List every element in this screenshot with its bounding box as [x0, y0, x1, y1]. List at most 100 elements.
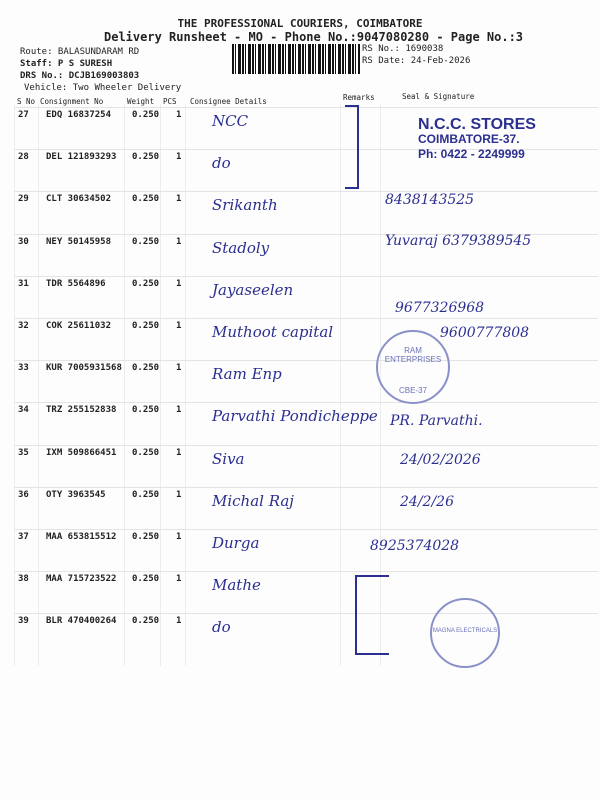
grid-line [340, 104, 341, 666]
stamp-line: COIMBATORE-37. [418, 132, 520, 146]
bracket-mark [355, 575, 389, 655]
cell-cn: OTY 3963545 [46, 489, 106, 500]
cell-sno: 36 [18, 489, 29, 500]
staff: Staff: P S SURESH [20, 59, 113, 69]
cell-wt: 0.250 [132, 489, 160, 500]
grid-line [14, 233, 598, 235]
stamp-line: N.C.C. STORES [418, 116, 536, 133]
runsheet-subtitle: Delivery Runsheet - MO - Phone No.:90470… [104, 30, 524, 44]
grid-line [14, 360, 598, 362]
consignee-handwriting: Ram Enp [212, 365, 282, 384]
cell-sno: 27 [18, 110, 29, 120]
ram-enterprises-stamp: RAM ENTERPRISES CBE-37 [376, 330, 450, 404]
cell-wt: 0.250 [132, 447, 160, 458]
cell-cn: NEY 50145958 [46, 236, 112, 247]
grid-line [14, 107, 598, 108]
signature-handwriting: 9677326968 [395, 300, 485, 316]
consignee-handwriting: Durga [212, 534, 260, 552]
stamp-line: Ph: 0422 - 2249999 [418, 147, 525, 161]
col-remarks: Remarks [343, 93, 375, 102]
cell-sno: 28 [18, 152, 29, 163]
cell-wt: 0.250 [132, 574, 160, 585]
cell-pcs: 1 [176, 236, 182, 247]
grid-line [14, 275, 598, 277]
cell-sno: 31 [18, 278, 29, 289]
stamp-line: CBE-37 [398, 386, 427, 395]
signature-handwriting: 8925374028 [370, 538, 460, 554]
cell-sno: 34 [18, 405, 29, 416]
cell-cn: DEL 121893293 [46, 152, 117, 163]
grid-line [14, 191, 598, 193]
signature-handwriting: 24/02/2026 [400, 452, 481, 468]
grid-line [14, 318, 598, 319]
cell-pcs: 1 [176, 405, 182, 416]
consignee-handwriting: Michal Raj [212, 491, 294, 510]
consignee-handwriting: do [212, 154, 231, 173]
ncc-stamp: N.C.C. STORES COIMBATORE-37. Ph: 0422 - … [418, 117, 536, 162]
cell-pcs: 1 [176, 110, 182, 120]
cell-pcs: 1 [176, 363, 182, 374]
cell-pcs: 1 [176, 574, 182, 585]
col-consignment: Consignment No [40, 97, 104, 106]
grid-line [14, 149, 598, 151]
cell-cn: MAA 715723522 [46, 574, 117, 585]
cell-cn: CLT 30634502 [46, 194, 112, 205]
consignee-handwriting: Mathe [212, 576, 261, 595]
vehicle: Vehicle: Two Wheeler Delivery [24, 83, 182, 93]
cell-sno: 35 [18, 447, 29, 458]
grid-line [14, 486, 598, 488]
cell-pcs: 1 [176, 532, 182, 542]
cell-wt: 0.250 [132, 616, 160, 627]
signature-handwriting: 24/2/26 [400, 494, 454, 510]
cell-pcs: 1 [176, 489, 182, 500]
cell-wt: 0.250 [132, 152, 160, 163]
signature-handwriting: 9600777808 [440, 325, 530, 341]
cell-cn: EDQ 16837254 [46, 110, 112, 120]
grid-line [185, 104, 186, 666]
cell-cn: COK 25611032 [46, 321, 112, 331]
cell-pcs: 1 [176, 278, 182, 289]
cell-pcs: 1 [176, 616, 182, 627]
signature-handwriting: PR. Parvathi. [390, 413, 483, 429]
cell-wt: 0.250 [132, 278, 160, 289]
stamp-line: RAM ENTERPRISES [384, 346, 442, 364]
consignee-handwriting: NCC [212, 112, 249, 130]
cell-pcs: 1 [176, 194, 182, 205]
cell-sno: 39 [18, 616, 29, 627]
cell-pcs: 1 [176, 152, 182, 163]
col-sno: S No [17, 97, 36, 106]
rs-date: RS Date: 24-Feb-2026 [362, 56, 471, 66]
grid-line [14, 444, 598, 446]
bracket-mark [345, 105, 359, 189]
consignee-handwriting: Muthoot capital [212, 323, 334, 341]
cell-cn: KUR 7005931568 [46, 363, 122, 374]
cell-wt: 0.250 [132, 363, 160, 374]
rs-number: RS No.: 1690038 [362, 44, 444, 54]
consignee-handwriting: do [212, 618, 231, 637]
cell-wt: 0.250 [132, 532, 160, 542]
consignee-handwriting: Stadoly [212, 238, 270, 257]
stamp-line: MAGNA ELECTRICALS [432, 628, 498, 634]
cell-sno: 37 [18, 532, 29, 542]
signature-handwriting: 8438143525 [385, 192, 475, 208]
cell-wt: 0.250 [132, 405, 160, 416]
company-title: THE PROFESSIONAL COURIERS, COIMBATORE [177, 17, 423, 30]
route: Route: BALASUNDARAM RD [20, 47, 140, 57]
grid-line [14, 402, 598, 404]
cell-wt: 0.250 [132, 110, 160, 120]
cell-pcs: 1 [176, 447, 182, 458]
consignee-handwriting: Parvathi Pondicheppe [212, 407, 378, 426]
drs-number: DRS No.: DCJB169003803 [20, 71, 140, 81]
grid-line [160, 104, 161, 666]
grid-line [14, 613, 598, 615]
cell-cn: TDR 5564896 [46, 278, 106, 289]
consignee-handwriting: Siva [212, 449, 245, 468]
cell-sno: 38 [18, 574, 29, 585]
magna-stamp: MAGNA ELECTRICALS [430, 598, 500, 668]
consignee-handwriting: Jayaseelen [212, 280, 294, 299]
cell-sno: 30 [18, 236, 29, 247]
consignee-handwriting: Srikanth [212, 196, 278, 215]
col-consignee: Consignee Details [190, 97, 267, 106]
cell-sno: 33 [18, 363, 29, 374]
